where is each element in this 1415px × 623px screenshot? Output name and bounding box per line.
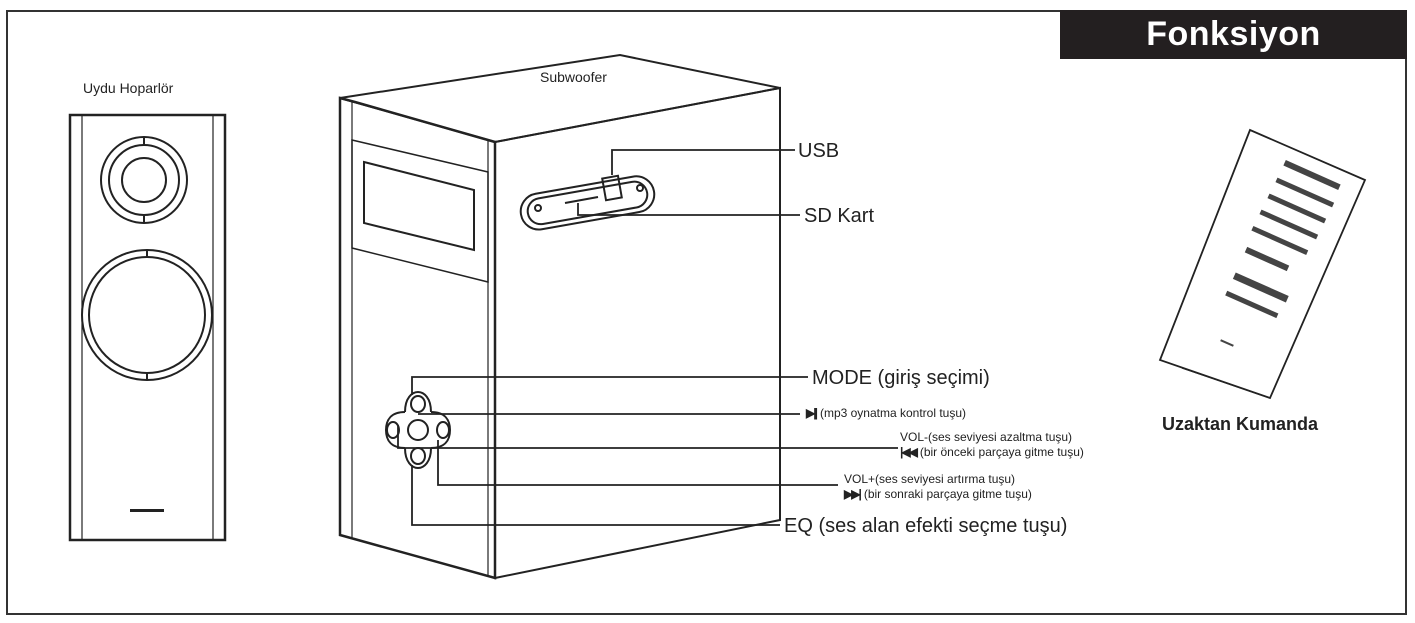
mode-label: MODE (giriş seçimi) [812,367,990,389]
vol-plus-label: VOL+(ses seviyesi artırma tuşu) [844,472,1016,486]
play-label: ▶||(mp3 oynatma kontrol tuşu) [806,406,966,420]
sd-card-label: SD Kart [804,205,875,227]
prev-track-label: |◀◀(bir önceki parçaya gitme tuşu) [900,445,1084,459]
play-label-text: (mp3 oynatma kontrol tuşu) [819,406,967,420]
prev-track-icon: |◀◀ [900,445,918,459]
remote-control-label: Uzaktan Kumanda [1162,414,1319,434]
satellite-speaker-label: Uydu Hoparlör [83,80,174,96]
remote-keypad-marks [1220,160,1341,347]
control-buttons [384,390,452,470]
diagram-frame [6,10,1407,615]
page-title-text: Fonksiyon [1146,15,1321,53]
satellite-speaker [68,113,227,542]
next-track-icon: ▶▶| [844,487,862,501]
subwoofer-label: Subwoofer [540,69,607,85]
vol-minus-label: VOL-(ses seviyesi azaltma tuşu) [900,430,1073,444]
next-track-label-text: (bir sonraki parçaya gitme tuşu) [863,487,1032,501]
prev-track-label-text: (bir önceki parçaya gitme tuşu) [919,445,1084,459]
usb-label: USB [798,140,840,162]
page-title: Fonksiyon [1060,10,1407,59]
play-pause-icon: ▶|| [806,406,818,420]
leader-lines [397,149,898,526]
port-panel [519,174,656,231]
subwoofer-box [338,53,781,580]
remote-control [1158,128,1367,400]
next-track-label: ▶▶|(bir sonraki parçaya gitme tuşu) [844,487,1032,501]
eq-label: EQ (ses alan efekti seçme tuşu) [784,515,1068,537]
